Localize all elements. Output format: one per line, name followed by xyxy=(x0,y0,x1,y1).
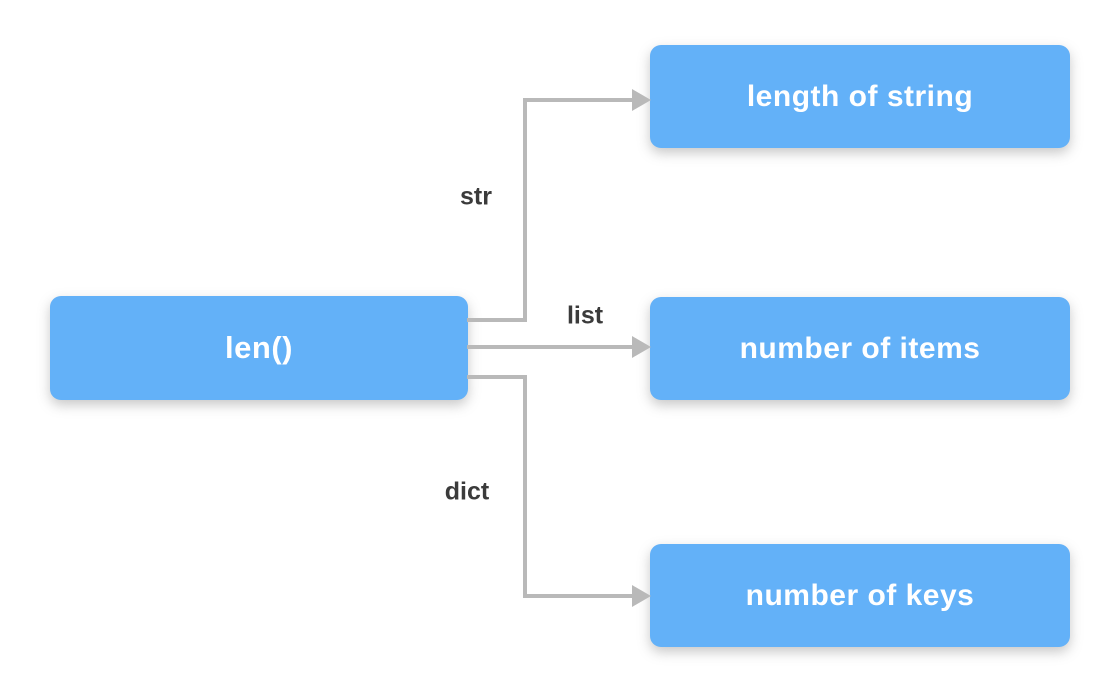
connector-dict-horizontal-segment xyxy=(523,594,633,598)
connector-str-vertical-segment xyxy=(523,98,527,322)
result-node-label: number of items xyxy=(739,331,981,365)
connector-str-horizontal-segment xyxy=(523,98,633,102)
arrowhead-icon xyxy=(632,336,651,358)
connector-list-segment xyxy=(467,345,633,349)
edge-label-dict: dict xyxy=(444,477,490,506)
connector-dict-vertical-segment xyxy=(523,375,527,598)
arrowhead-icon xyxy=(632,89,651,111)
result-node-item-count: number of items xyxy=(650,297,1070,400)
result-node-label: length of string xyxy=(746,79,974,113)
result-node-label: number of keys xyxy=(745,578,975,612)
root-node-len: len() xyxy=(50,296,468,400)
result-node-string-length: length of string xyxy=(650,45,1070,148)
connector-dict-exit-segment xyxy=(467,375,525,379)
arrowhead-icon xyxy=(632,585,651,607)
edge-label-list: list xyxy=(566,301,604,330)
edge-label-str: str xyxy=(460,182,492,211)
connector-str-exit-segment xyxy=(467,318,525,322)
root-node-label: len() xyxy=(225,330,293,365)
result-node-key-count: number of keys xyxy=(650,544,1070,647)
